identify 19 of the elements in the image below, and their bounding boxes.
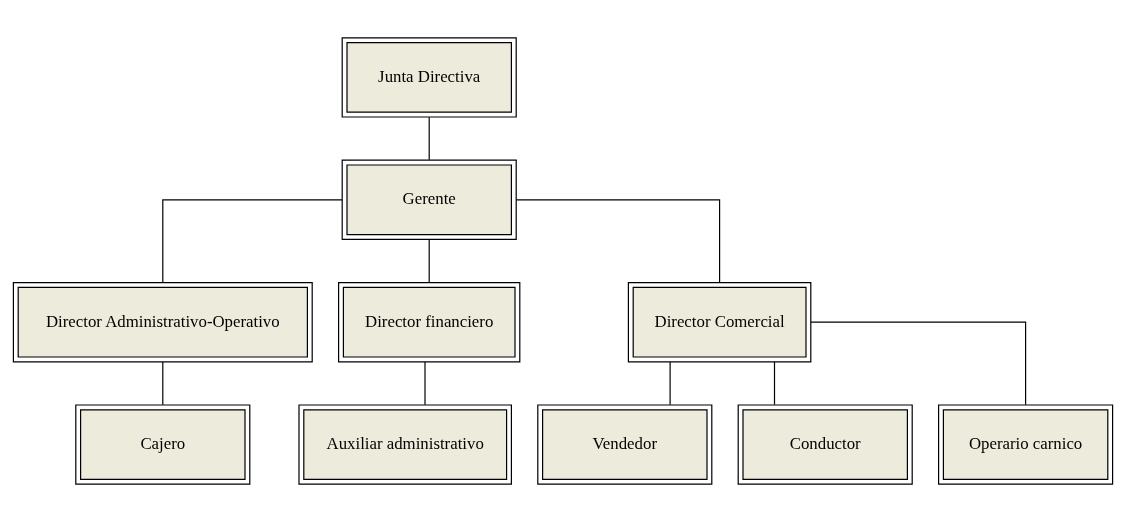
node-box: Director Administrativo-Operativo [12, 282, 313, 363]
connector [773, 361, 776, 406]
node-box: Junta Directiva [341, 37, 517, 118]
connector [162, 199, 343, 284]
connector [428, 238, 430, 283]
node-box: Director financiero [338, 282, 521, 363]
connector [162, 361, 164, 406]
connector [424, 361, 426, 406]
node-box: Director Comercial [627, 282, 812, 363]
node-box: Auxiliar administrativo [298, 404, 512, 485]
connector [428, 116, 430, 161]
connector [669, 361, 671, 406]
node-box: Gerente [341, 159, 517, 240]
node-box: Vendedor [537, 404, 713, 485]
node-box: Conductor [737, 404, 913, 485]
connector [515, 199, 721, 284]
node-box: Cajero [75, 404, 251, 485]
node-box: Operario carnico [938, 404, 1114, 485]
connector [810, 321, 1027, 406]
